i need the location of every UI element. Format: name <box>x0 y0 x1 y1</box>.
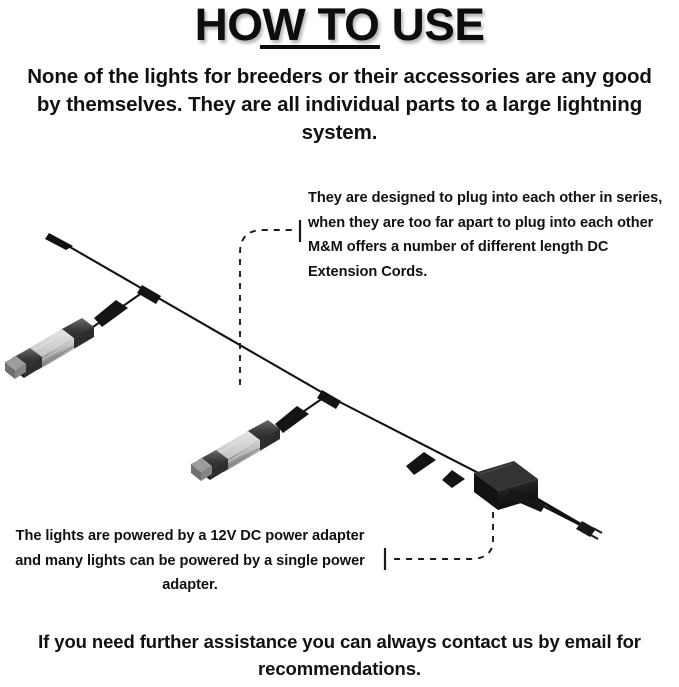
cable-end-tip-left <box>45 233 73 250</box>
barrel-plug-4 <box>442 470 465 488</box>
header: HOW TO USE <box>0 0 679 50</box>
cable-barrel-plugs <box>406 452 465 488</box>
barrel-plug-1 <box>94 300 128 327</box>
dc-cord-to-light-bar-2 <box>261 395 327 441</box>
led-light-bar-2 <box>191 420 280 481</box>
callout-power-text: The lights are powered by a 12V DC power… <box>15 528 365 593</box>
barrel-plug-2 <box>275 406 309 433</box>
cable-segment-lower <box>329 396 581 526</box>
intro-paragraph: None of the lights for breeders or their… <box>27 65 652 144</box>
inline-connector-2 <box>317 390 341 409</box>
leader-line-series <box>239 220 302 385</box>
power-adapter <box>474 461 538 510</box>
wall-plug <box>576 521 596 537</box>
inline-connector-1 <box>137 285 161 304</box>
plug-prong-2 <box>588 533 599 540</box>
title-underline-rule <box>260 45 380 49</box>
dc-cord-to-light-bar-1 <box>79 289 147 337</box>
plug-prong-1 <box>592 527 603 534</box>
leader-line-power <box>383 500 494 570</box>
led-light-bar-1 <box>5 318 94 379</box>
callout-series-text: They are designed to plug into each othe… <box>308 190 663 280</box>
barrel-plug-3 <box>406 452 436 475</box>
footer-paragraph: If you need further assistance you can a… <box>38 631 641 679</box>
page-title: HOW TO USE <box>194 0 485 50</box>
wall-plug-cord <box>506 489 603 540</box>
cable-segment-upper <box>62 242 331 398</box>
cord-strain-relief <box>506 489 546 512</box>
